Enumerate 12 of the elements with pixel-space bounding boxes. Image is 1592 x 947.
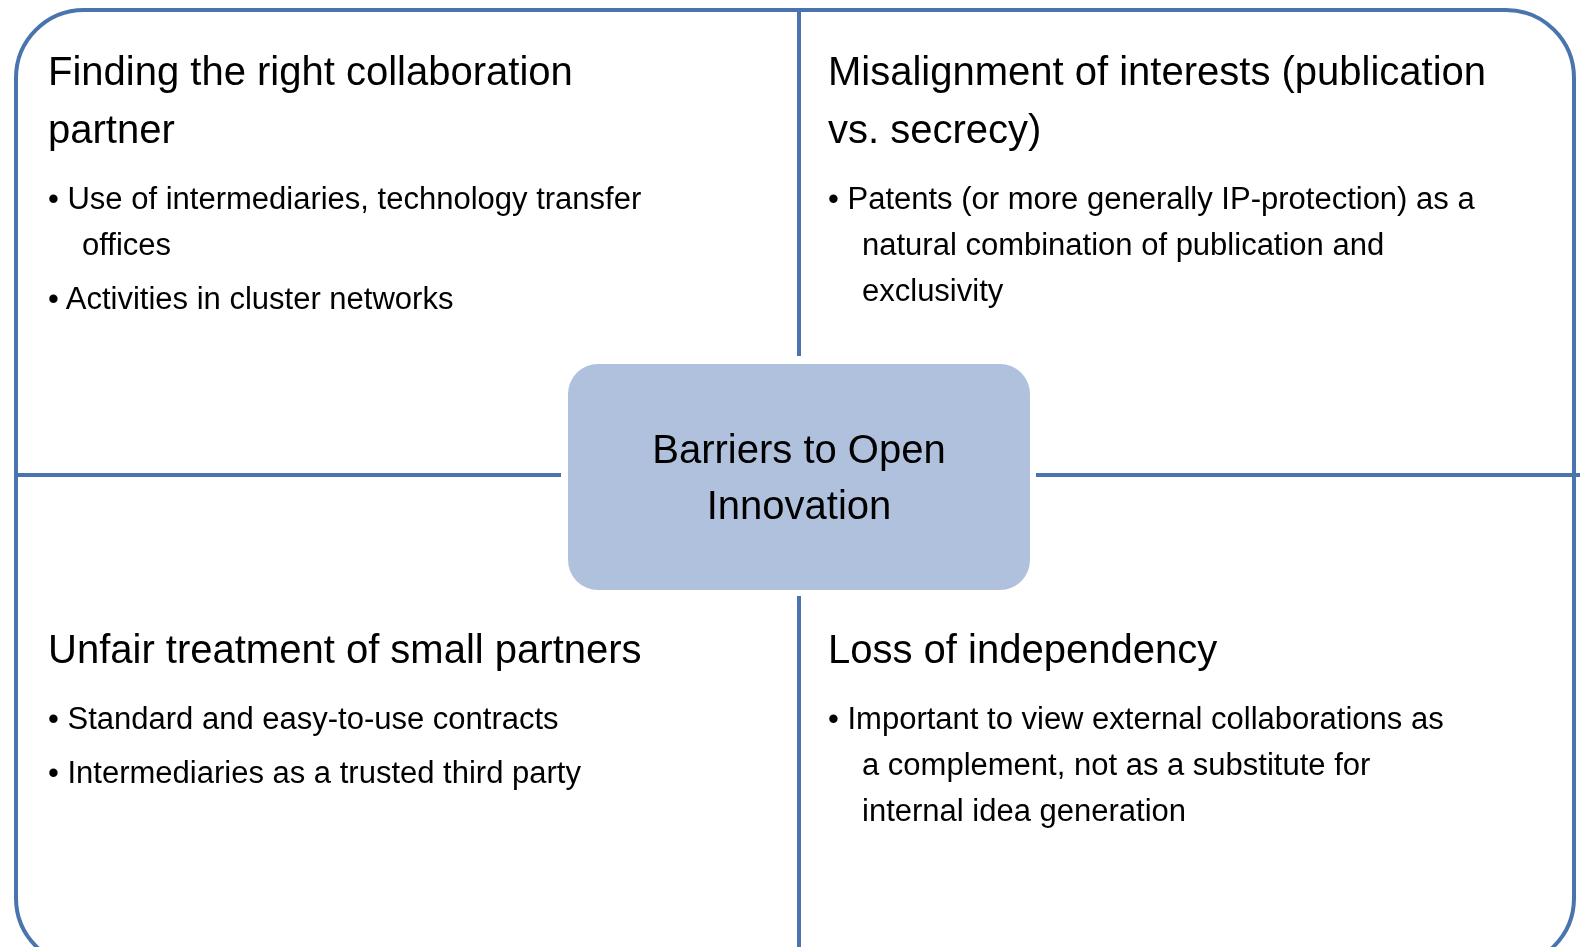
- center-box: [568, 364, 1030, 590]
- bullet-item: • Intermediaries as a trusted third party: [48, 754, 582, 792]
- center-title: Barriers to Open Innovation: [651, 426, 947, 529]
- quadrant-heading: Finding the right collaboration partner: [48, 48, 574, 153]
- bullet-item: • Important to view external collaborations as a complement, not as a substitute for internal idea generation: [828, 700, 1445, 830]
- bullet-item: • Standard and easy-to-use contracts: [48, 700, 560, 738]
- quadrant-heading: Loss of independency: [828, 626, 1219, 673]
- bullet-item: • Use of intermediaries, technology transfer offices: [48, 180, 643, 264]
- quadrant-heading: Unfair treatment of small partners: [48, 626, 643, 673]
- bullet-item: • Activities in cluster networks: [48, 280, 455, 318]
- bullet-item: • Patents (or more generally IP-protection) as a natural combination of publication and exclusivity: [828, 180, 1476, 310]
- quadrant-heading: Misalignment of interests (publication vs. secrecy): [828, 48, 1488, 153]
